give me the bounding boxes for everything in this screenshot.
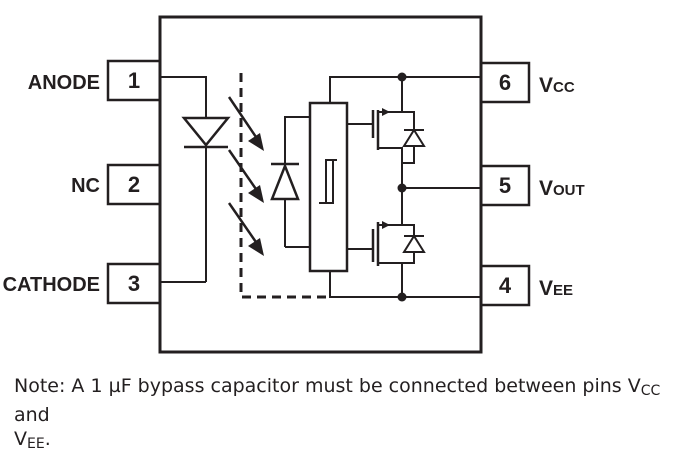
body-diode-icon — [402, 128, 426, 147]
junction-dot — [397, 292, 407, 302]
note-and: and — [14, 404, 50, 426]
note-prefix: Note: A 1 — [14, 375, 109, 397]
photodiode-icon — [270, 162, 300, 201]
note-end: . — [44, 428, 51, 450]
pin-3-number: 3 — [128, 271, 140, 296]
pin-4-signal-main: V — [539, 277, 553, 300]
pin-4-signal: VEE — [539, 277, 573, 300]
pin-5-signal-sub: OUT — [553, 182, 585, 199]
led-diode-icon — [181, 116, 231, 147]
bypass-note: Note: A 1 µF bypass capacitor must be co… — [14, 374, 690, 456]
photodiode — [270, 116, 310, 248]
arrow-head-icon — [248, 133, 264, 151]
pin-4-number: 4 — [499, 273, 512, 298]
note-mu: µ — [108, 375, 121, 397]
transistor-arrow-icon — [382, 221, 390, 229]
output-wiring — [329, 76, 481, 298]
note-v2: V — [14, 428, 27, 450]
note-sub-cc: CC — [640, 383, 661, 399]
amplifier-block — [308, 101, 349, 273]
pin-3-name: CATHODE — [3, 274, 100, 296]
light-arrows — [227, 96, 260, 246]
pin-2-number: 2 — [128, 172, 140, 197]
led-circuit — [160, 76, 231, 283]
pin-5-signal: VOUT — [539, 177, 585, 200]
transistor-arrow-icon — [382, 108, 390, 116]
junction-dot — [397, 183, 407, 193]
pin-2-box — [106, 163, 162, 206]
pin-6-number: 6 — [499, 70, 511, 95]
pin-5-number: 5 — [499, 173, 511, 198]
pin-1-name: ANODE — [28, 72, 100, 94]
pin-5-signal-main: V — [539, 177, 553, 200]
arrow-head-icon — [248, 185, 264, 203]
pin-6-signal-sub: CC — [553, 79, 575, 96]
pin-2-name: NC — [71, 175, 100, 197]
pin-6-signal-main: V — [539, 74, 553, 97]
pin-3-box — [106, 262, 162, 305]
note-mid: F bypass capacitor must be connected bet… — [120, 375, 641, 397]
pin-5-box — [479, 164, 531, 207]
body-diode-icon — [402, 234, 426, 253]
pin-6-box — [479, 61, 531, 104]
note-sub-ee: EE — [27, 436, 45, 452]
junction-dot — [397, 72, 407, 82]
pin-4-signal-sub: EE — [553, 282, 573, 299]
pin-1-number: 1 — [128, 68, 140, 93]
pin-6-signal: VCC — [539, 74, 575, 97]
pin-4-box — [479, 264, 531, 307]
optocoupler-diagram: ANODE 1 NC 2 CATHODE 3 6 5 4 VCC VOUT VE… — [3, 15, 585, 354]
arrow-head-icon — [248, 238, 264, 256]
pin-1-box — [106, 59, 162, 102]
